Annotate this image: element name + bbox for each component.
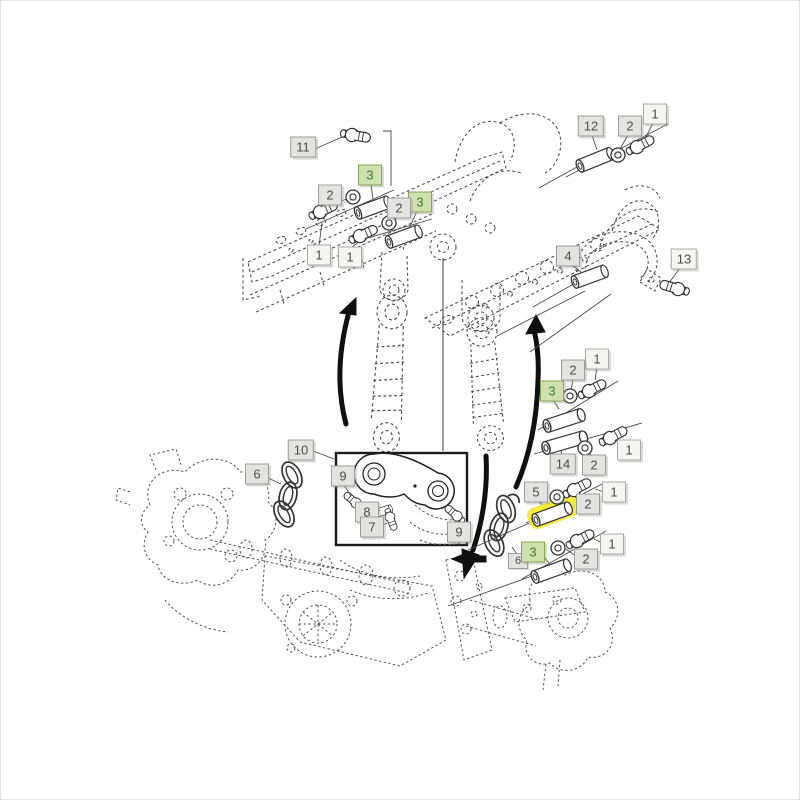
linkage-detail-box xyxy=(334,451,469,547)
arrow-up-left xyxy=(337,309,352,427)
washer-2-5 xyxy=(549,489,565,505)
pin-12 xyxy=(573,145,617,174)
callout-5-part-1[interactable]: 1 xyxy=(307,244,331,266)
arrow-up-left-head xyxy=(338,296,357,316)
callout-22-part-6[interactable]: 6 xyxy=(245,463,269,485)
callout-15-part-1[interactable]: 1 xyxy=(617,439,641,461)
link-plate xyxy=(353,452,455,510)
pin-3-mid xyxy=(540,406,588,435)
dashed-arrow-tail xyxy=(473,555,487,563)
front-axle-assembly xyxy=(115,448,619,691)
callout-1-part-3[interactable]: 3 xyxy=(358,164,382,186)
callout-28-part-3[interactable]: 3 xyxy=(521,541,545,563)
callout-14-part-3[interactable]: 3 xyxy=(540,380,564,402)
arrow-up-right xyxy=(513,327,541,490)
callout-26-part-9[interactable]: 9 xyxy=(447,521,471,543)
arrow-down xyxy=(470,453,489,553)
washer-2-top-left xyxy=(345,189,361,205)
callout-16-part-14[interactable]: 14 xyxy=(549,453,577,475)
callout-18-part-5[interactable]: 5 xyxy=(524,481,548,503)
callout-3-part-3[interactable]: 3 xyxy=(408,191,432,213)
callout-4-part-2[interactable]: 2 xyxy=(387,197,411,219)
washer-2-mid xyxy=(562,388,578,404)
callout-0-part-11[interactable]: 11 xyxy=(290,136,316,158)
callout-29-part-2[interactable]: 2 xyxy=(574,548,598,570)
callout-8-part-2[interactable]: 2 xyxy=(618,115,642,137)
callout-17-part-2[interactable]: 2 xyxy=(582,454,606,476)
callout-23-part-9[interactable]: 9 xyxy=(331,465,355,487)
callout-6-part-1[interactable]: 1 xyxy=(338,246,362,268)
arrow-left-head xyxy=(450,550,472,568)
bolt-11 xyxy=(338,125,373,146)
callout-7-part-12[interactable]: 12 xyxy=(577,115,605,137)
motion-arrows xyxy=(337,296,546,580)
shock-absorber-left xyxy=(369,293,409,454)
arrow-up-right-head xyxy=(525,313,546,335)
callout-20-part-1[interactable]: 1 xyxy=(602,481,626,503)
bolt-13 xyxy=(657,276,692,300)
bolt-1-top-mid xyxy=(346,221,381,248)
callout-2-part-2[interactable]: 2 xyxy=(318,184,342,206)
callout-19-part-2[interactable]: 2 xyxy=(576,493,600,515)
chain-right xyxy=(479,492,520,561)
washer-2-top-right xyxy=(610,147,626,163)
callout-30-part-1[interactable]: 1 xyxy=(600,533,624,555)
washer-2-14 xyxy=(577,440,593,456)
callout-11-part-13[interactable]: 13 xyxy=(670,248,698,270)
callout-21-part-10[interactable]: 10 xyxy=(287,439,315,461)
washer-2-bottom xyxy=(550,540,566,556)
callout-25-part-7[interactable]: 7 xyxy=(360,516,384,538)
shock-absorber-right xyxy=(465,316,506,453)
callout-10-part-4[interactable]: 4 xyxy=(556,245,580,267)
callout-12-part-1[interactable]: 1 xyxy=(585,348,609,370)
callout-13-part-2[interactable]: 2 xyxy=(561,359,585,381)
callout-9-part-1[interactable]: 1 xyxy=(643,103,667,125)
chain-left xyxy=(268,457,307,532)
